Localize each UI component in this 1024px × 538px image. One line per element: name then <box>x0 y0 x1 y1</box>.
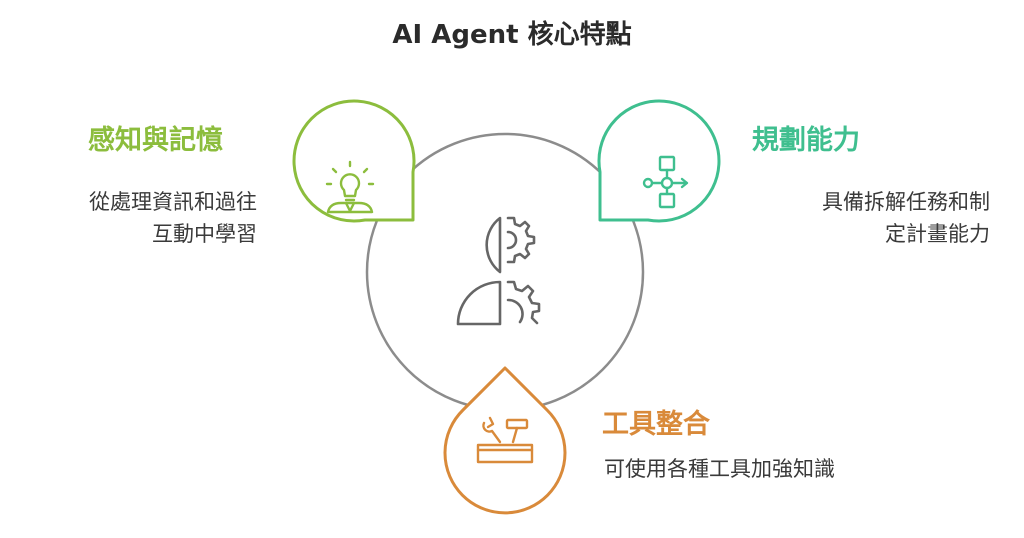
planning-heading: 規劃能力 <box>752 125 860 156</box>
perception-teardrop <box>292 99 416 223</box>
tools-heading: 工具整合 <box>602 409 710 440</box>
tools-description: 可使用各種工具加強知識 <box>604 453 835 485</box>
perception-desc-line-1: 從處理資訊和過往 <box>89 190 257 214</box>
tools-teardrop <box>443 366 567 515</box>
planning-desc-line-2: 定計畫能力 <box>885 222 990 246</box>
planning-node <box>597 99 721 223</box>
head-gears-icon <box>456 216 541 326</box>
page-title: AI Agent 核心特點 <box>392 20 632 50</box>
perception-desc-line-2: 互動中學習 <box>152 222 257 246</box>
toolbox-icon <box>476 416 534 464</box>
planning-desc-line-1: 具備拆解任務和制 <box>822 190 990 214</box>
tools-desc-line-1: 可使用各種工具加強知識 <box>604 457 835 481</box>
perception-heading: 感知與記憶 <box>88 125 223 156</box>
planning-description: 具備拆解任務和制 定計畫能力 <box>822 186 990 250</box>
flowchart-icon <box>642 155 689 209</box>
perception-description: 從處理資訊和過往 互動中學習 <box>89 186 257 250</box>
lightbulb-person-icon <box>325 160 375 214</box>
perception-node <box>292 99 416 223</box>
tools-node <box>443 366 567 515</box>
